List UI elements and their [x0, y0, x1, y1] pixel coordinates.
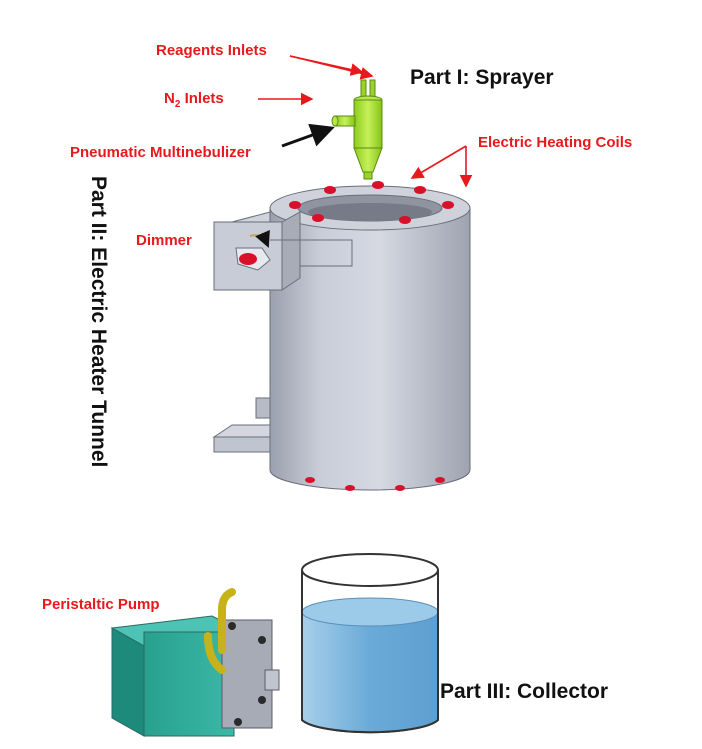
- heating-coil: [372, 181, 384, 189]
- heating-coil: [395, 485, 405, 491]
- label-dimmer: Dimmer: [136, 232, 192, 249]
- dimmer-box: [213, 211, 353, 291]
- heating-coil: [305, 477, 315, 483]
- label-part3-collector: Part III: Collector: [440, 680, 609, 703]
- label-part2-heater-tunnel: Part II: Electric Heater Tunnel: [87, 176, 110, 468]
- heating-coil: [414, 186, 426, 194]
- annotation-arrows: [258, 55, 473, 188]
- heating-coil: [312, 214, 324, 222]
- label-reagents-inlets: Reagents Inlets: [156, 42, 267, 59]
- label-electric-heating-coils: Electric Heating Coils: [478, 134, 633, 151]
- heating-coil: [435, 477, 445, 483]
- label-pneumatic-multinebulizer: Pneumatic Multinebulizer: [70, 144, 251, 161]
- heating-coil: [324, 186, 336, 194]
- collector-beaker: [301, 553, 439, 734]
- label-n2-inlets: N2 Inlets: [164, 90, 224, 110]
- peristaltic-pump: [110, 588, 280, 737]
- heating-coil: [289, 201, 301, 209]
- heating-coil: [399, 216, 411, 224]
- label-part1-sprayer: Part I: Sprayer: [410, 66, 554, 89]
- sprayer-nebulizer: [331, 79, 383, 180]
- heating-coil: [345, 485, 355, 491]
- heater-tunnel: [212, 181, 471, 491]
- label-peristaltic-pump: Peristaltic Pump: [42, 596, 160, 613]
- heating-coil: [442, 201, 454, 209]
